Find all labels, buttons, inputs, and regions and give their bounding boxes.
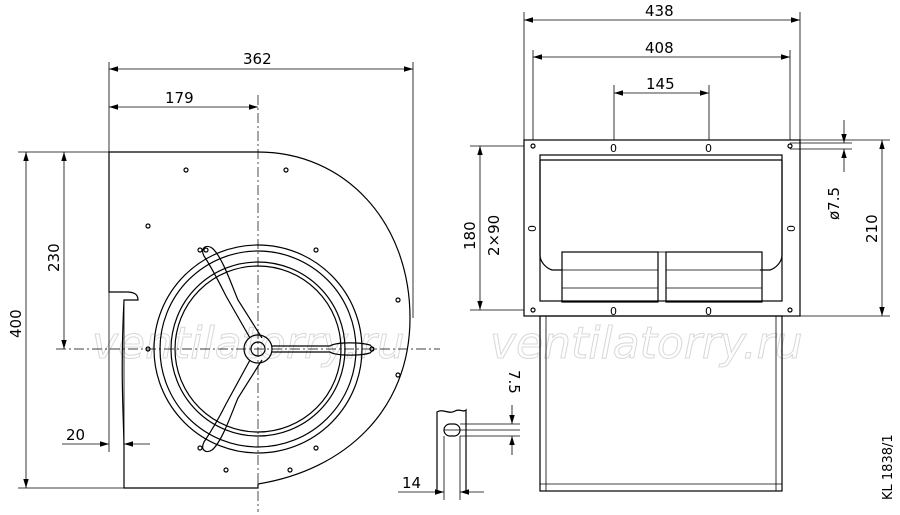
svg-text:0: 0 bbox=[610, 142, 617, 155]
dim-180: 180 bbox=[461, 221, 479, 250]
fan-body bbox=[539, 315, 783, 492]
flange-outer bbox=[523, 139, 801, 317]
dim-210: 210 bbox=[863, 214, 881, 243]
side-mounting-holes bbox=[145, 167, 401, 473]
dim-400: 400 bbox=[7, 309, 25, 338]
dim-20: 20 bbox=[66, 426, 85, 444]
dim-438: 438 bbox=[645, 2, 674, 20]
watermark-right: ventilatorry.ru bbox=[490, 318, 803, 369]
svg-text:0: 0 bbox=[526, 225, 539, 232]
dim-362: 362 bbox=[243, 50, 272, 68]
dim-179: 179 bbox=[165, 89, 194, 107]
svg-text:0: 0 bbox=[785, 225, 798, 232]
dim-230: 230 bbox=[45, 243, 63, 272]
dim-slot-7-5: 7.5 bbox=[505, 370, 523, 394]
dim-145: 145 bbox=[646, 75, 675, 93]
slot-detail: 7.5 14 bbox=[398, 370, 523, 500]
svg-text:0: 0 bbox=[705, 305, 712, 318]
svg-text:0: 0 bbox=[610, 305, 617, 318]
dim-408: 408 bbox=[645, 39, 674, 57]
housing-outline bbox=[108, 151, 411, 489]
rotor-right bbox=[665, 251, 763, 303]
dim-diameter-7-5: ø7.5 bbox=[825, 187, 843, 220]
dim-2x90: 2×90 bbox=[485, 215, 503, 256]
drawing-reference: KL 1838/1 bbox=[881, 434, 896, 500]
dim-slot-14: 14 bbox=[402, 474, 421, 492]
flange-inner bbox=[539, 154, 783, 302]
front-hole-marks: 0 0 0 0 0 0 bbox=[526, 142, 798, 318]
svg-text:0: 0 bbox=[705, 142, 712, 155]
front-view: 0 0 0 0 0 0 438 408 145 210 bbox=[398, 2, 890, 500]
rotor-left bbox=[561, 251, 659, 303]
side-view: 362 179 400 230 20 bbox=[7, 50, 440, 512]
